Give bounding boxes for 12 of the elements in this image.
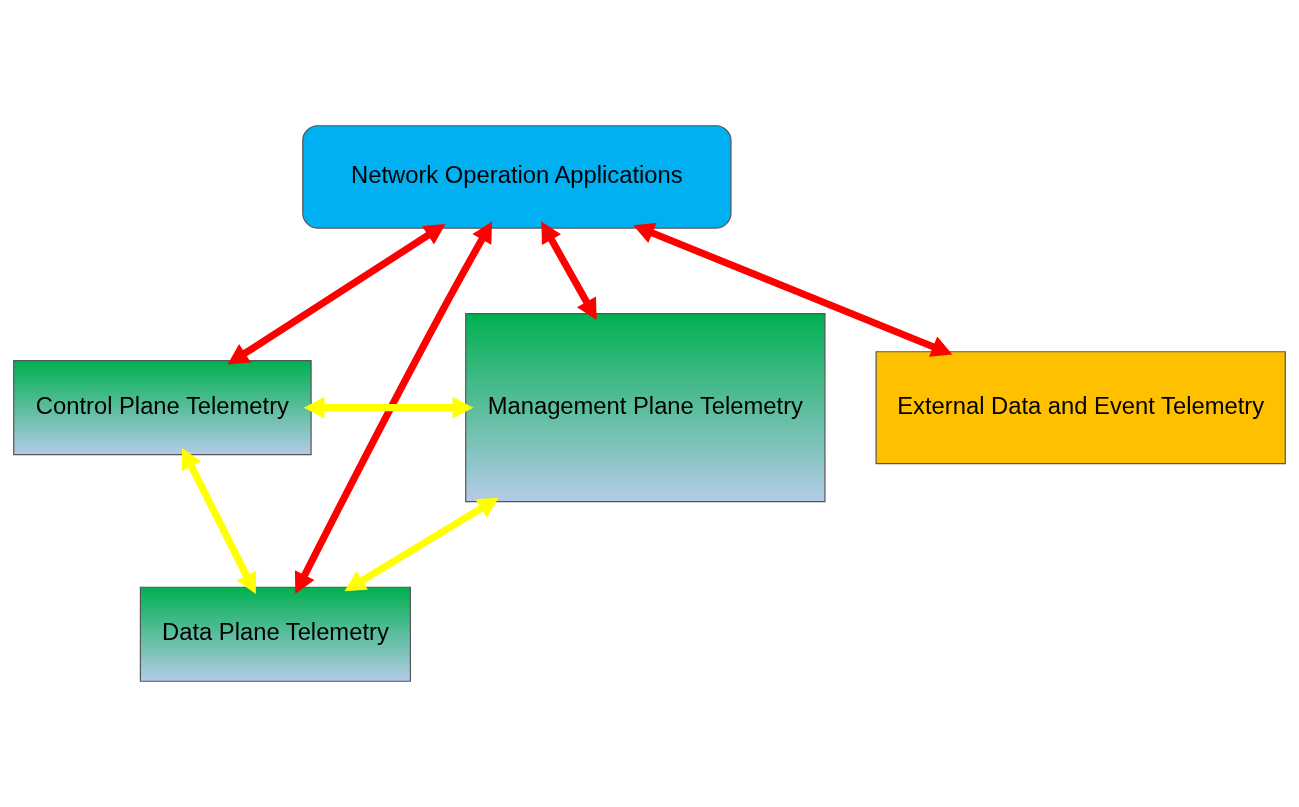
arrow [541, 221, 597, 320]
arrow [181, 447, 257, 595]
arrow [303, 396, 474, 419]
node-box: External Data and Event Telemetry [875, 351, 1286, 465]
node-box: Control Plane Telemetry [13, 360, 312, 456]
node-box: Management Plane Telemetry [465, 313, 826, 503]
node-box: Data Plane Telemetry [139, 586, 411, 682]
arrow [344, 497, 499, 592]
arrow [227, 224, 446, 365]
node-box: Network Operation Applications [302, 125, 732, 229]
arrow [633, 222, 953, 357]
arrow [294, 221, 493, 594]
